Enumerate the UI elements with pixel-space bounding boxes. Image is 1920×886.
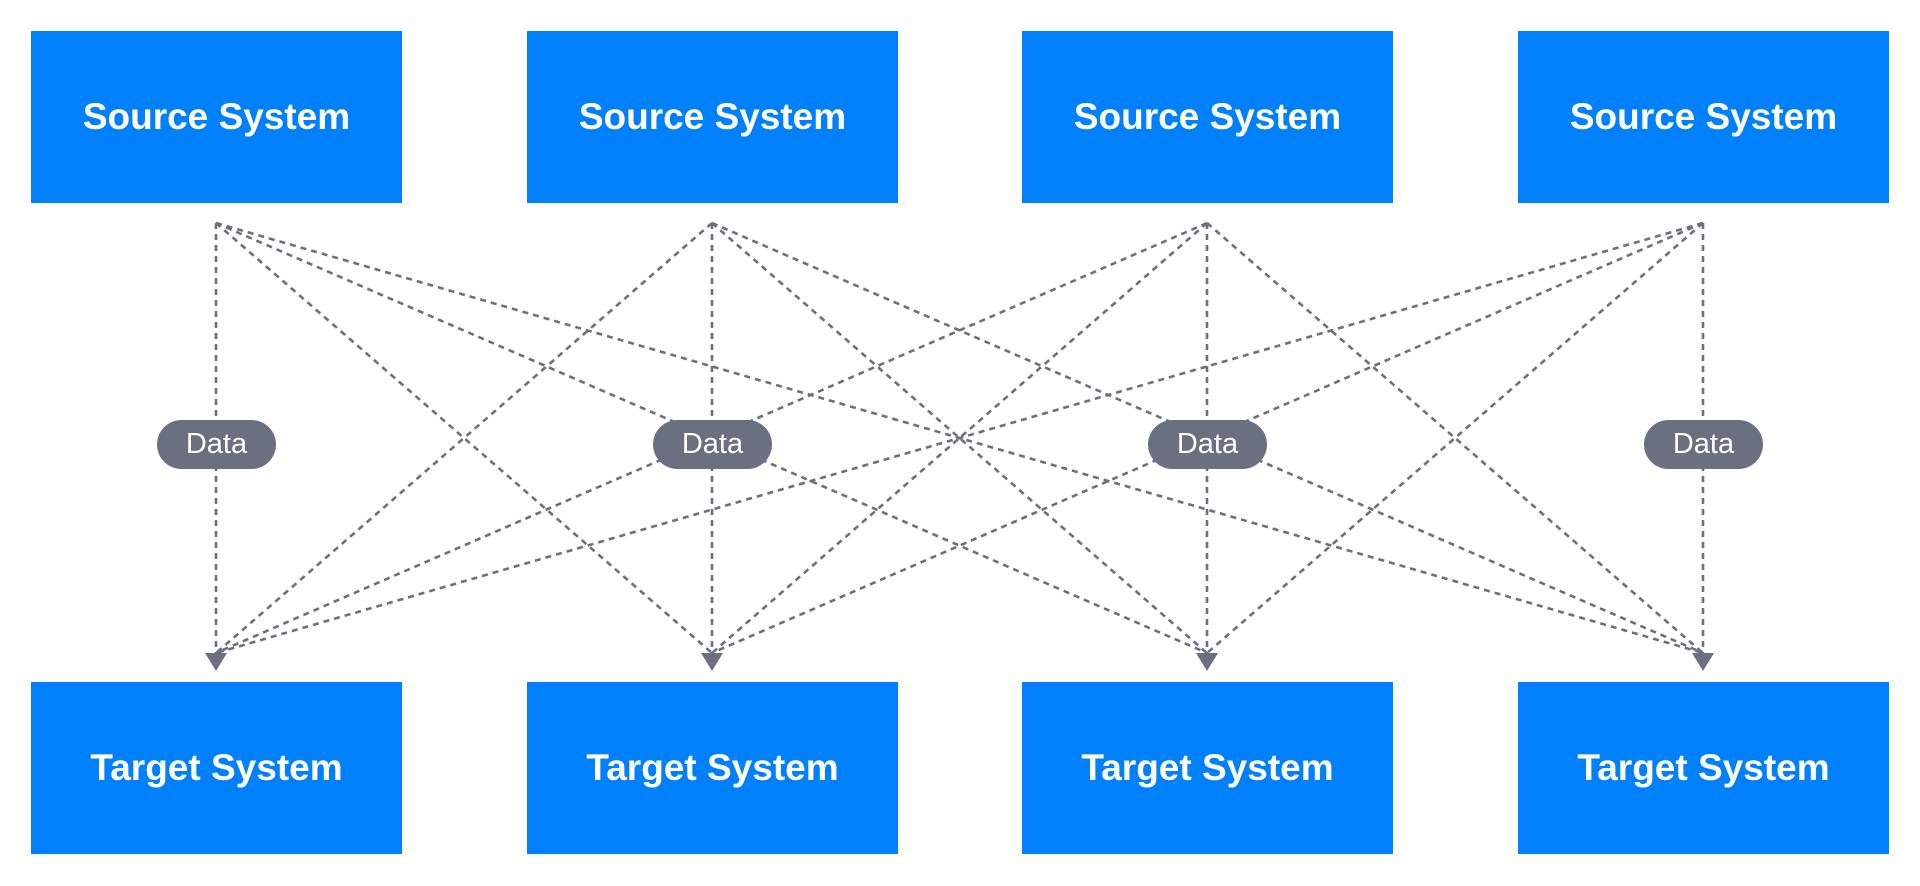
target-system-label: Target System <box>586 747 839 788</box>
source-system-label: Source System <box>1073 96 1342 137</box>
connector-line-s3-t4 <box>1206 222 1704 654</box>
connector-line-s4-t1 <box>215 221 1704 655</box>
connector-line-s4-t3 <box>1206 222 1704 654</box>
source-system-label: Source System <box>82 96 351 137</box>
source-system-label: Source System <box>578 96 847 137</box>
data-pill-label: Data <box>1672 428 1735 460</box>
source-system-box-3: Source System <box>1022 31 1393 203</box>
target-system-label: Target System <box>1081 747 1334 788</box>
target-system-label: Target System <box>1577 747 1830 788</box>
target-system-label: Target System <box>90 747 343 788</box>
arrowhead-icon <box>701 653 723 671</box>
arrowhead-icon <box>205 653 227 671</box>
arrowhead-icon <box>1692 653 1714 671</box>
data-pill-2: Data <box>653 420 772 469</box>
arrowhead-icon <box>1196 653 1218 671</box>
source-system-box-1: Source System <box>31 31 402 203</box>
data-pill-label: Data <box>1176 428 1239 460</box>
data-pill-3: Data <box>1148 420 1267 469</box>
source-system-box-4: Source System <box>1518 31 1889 203</box>
source-system-label: Source System <box>1569 96 1838 137</box>
source-system-box-2: Source System <box>527 31 898 203</box>
data-pill-label: Data <box>185 428 248 460</box>
target-system-box-2: Target System <box>527 682 898 854</box>
target-system-box-3: Target System <box>1022 682 1393 854</box>
target-system-box-4: Target System <box>1518 682 1889 854</box>
data-pill-1: Data <box>157 420 276 469</box>
target-system-box-1: Target System <box>31 682 402 854</box>
data-pill-4: Data <box>1644 420 1763 469</box>
data-pill-label: Data <box>681 428 744 460</box>
